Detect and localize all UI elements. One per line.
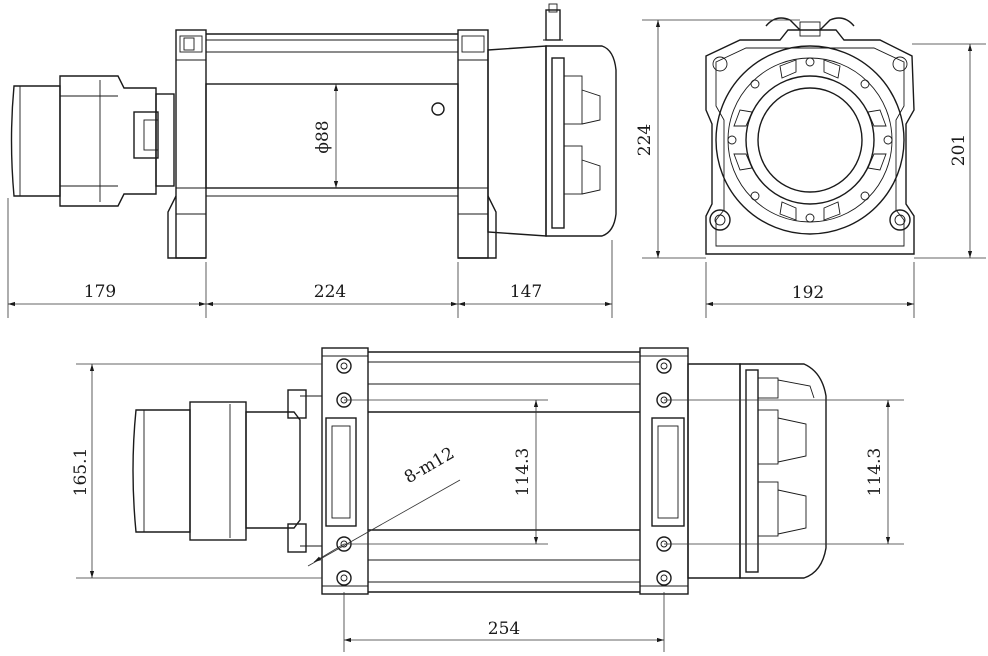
bolt-callout: 8-m12 [401, 443, 458, 487]
side-view: ϕ88 179 224 147 [7, 3, 617, 318]
dim-bolt-spacing-left: 114.3 [513, 448, 533, 497]
top-gearbox [687, 363, 827, 579]
dim-overall-height: 224 [635, 124, 655, 156]
dim-drum-length: 224 [314, 282, 346, 302]
dim-overall-width: 192 [792, 283, 824, 303]
gearbox [487, 3, 617, 237]
end-view: 224 201 192 [635, 17, 986, 318]
drum [205, 33, 459, 197]
dim-motor-length: 179 [84, 282, 116, 302]
mounting-bolts [336, 358, 672, 586]
end-housing [705, 17, 915, 255]
end-view-dimension-lines [642, 19, 986, 318]
dim-bolt-span: 254 [488, 619, 520, 639]
dim-flange-height: 201 [949, 134, 969, 166]
dim-overall-depth: 165.1 [71, 448, 91, 497]
top-right-frame [639, 347, 689, 595]
motor-body [10, 75, 175, 207]
side-view-dimension-lines [7, 198, 613, 318]
left-end-bracket [167, 29, 207, 259]
right-end-bracket [457, 29, 497, 259]
top-view-dimension-lines [76, 363, 904, 652]
top-drum [368, 351, 640, 593]
dim-bolt-spacing-right: 114.3 [865, 448, 885, 497]
top-motor [132, 389, 322, 553]
top-left-frame [321, 347, 369, 595]
top-view: 165.1 114.3 114.3 8-m12 254 [71, 347, 904, 652]
dim-drum-diameter: ϕ88 [313, 120, 333, 153]
dim-gearbox-length: 147 [510, 282, 542, 302]
